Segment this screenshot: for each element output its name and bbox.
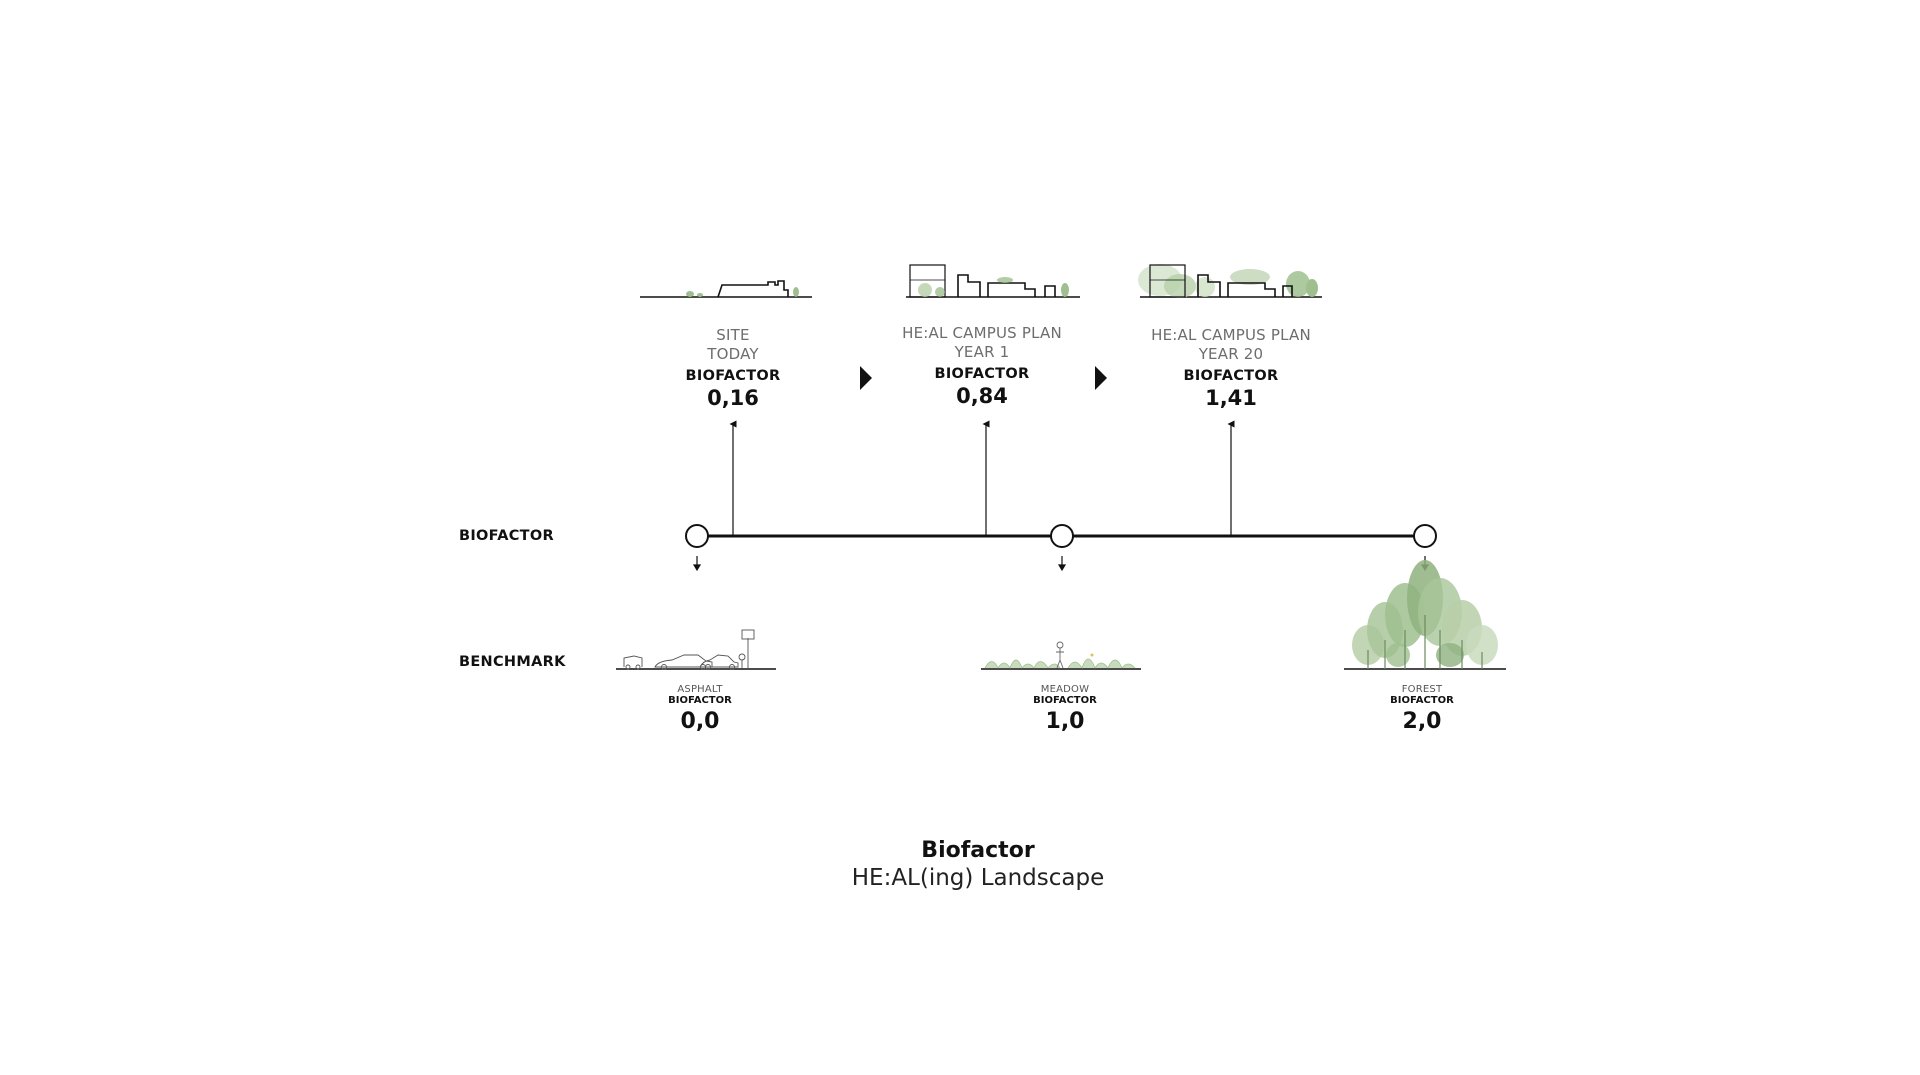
benchmark-name: FOREST	[1401, 684, 1443, 695]
benchmark-forest: FOREST BIOFACTOR 2,0	[1390, 684, 1454, 734]
site-today-skyline	[640, 280, 812, 298]
next-arrow-2	[1095, 366, 1107, 390]
stage-title-line2: TODAY	[707, 345, 759, 363]
meadow-illustration	[981, 641, 1141, 670]
caption-subtitle: HE:AL(ing) Landscape	[851, 865, 1105, 891]
down-arrow-0	[692, 556, 702, 572]
caption: Biofactor HE:AL(ing) Landscape	[852, 838, 1105, 891]
asphalt-illustration	[616, 629, 776, 670]
stage-biofactor-label: BIOFACTOR	[1183, 368, 1279, 384]
stage-title-line1: HE:AL CAMPUS PLAN	[1151, 326, 1311, 344]
stage-biofactor-label: BIOFACTOR	[934, 366, 1030, 382]
stage-title-line1: HE:AL CAMPUS PLAN	[902, 324, 1062, 342]
benchmark-biofactor-label: BIOFACTOR	[1033, 695, 1097, 706]
scale-node-2	[1413, 524, 1437, 548]
stage-biofactor-value: 0,16	[707, 386, 759, 410]
caption-title: Biofactor	[921, 838, 1035, 863]
benchmark-biofactor-value: 2,0	[1402, 709, 1442, 734]
scale-node-1	[1050, 524, 1074, 548]
benchmark-biofactor-label: BIOFACTOR	[668, 695, 732, 706]
benchmark-biofactor-label: BIOFACTOR	[1390, 695, 1454, 706]
stage-biofactor-label: BIOFACTOR	[685, 368, 781, 384]
benchmark-name: ASPHALT	[677, 684, 723, 695]
stage-biofactor-value: 1,41	[1205, 386, 1257, 410]
stage-site-today: SITE TODAY BIOFACTOR 0,16	[686, 326, 781, 410]
benchmark-meadow: MEADOW BIOFACTOR 1,0	[1033, 684, 1097, 734]
stage-title-line1: SITE	[716, 326, 750, 344]
row-label-benchmark: BENCHMARK	[459, 654, 566, 670]
stage-year-20: HE:AL CAMPUS PLAN YEAR 20 BIOFACTOR 1,41	[1151, 326, 1311, 410]
next-arrow-1	[860, 366, 872, 390]
benchmark-biofactor-value: 1,0	[1045, 709, 1085, 734]
year1-skyline	[906, 264, 1080, 298]
benchmark-name: MEADOW	[1040, 684, 1090, 695]
benchmark-biofactor-value: 0,0	[680, 709, 720, 734]
scale-node-0	[685, 524, 709, 548]
benchmark-asphalt: ASPHALT BIOFACTOR 0,0	[668, 684, 732, 734]
row-label-biofactor: BIOFACTOR	[459, 528, 554, 544]
stage-biofactor-value: 0,84	[956, 384, 1008, 408]
year20-skyline	[1138, 264, 1322, 298]
stage-year-1: HE:AL CAMPUS PLAN YEAR 1 BIOFACTOR 0,84	[902, 324, 1062, 408]
stage-title-line2: YEAR 1	[954, 343, 1010, 361]
stage-title-line2: YEAR 20	[1198, 345, 1264, 363]
down-arrow-1	[1057, 556, 1067, 572]
forest-illustration	[1344, 560, 1506, 670]
